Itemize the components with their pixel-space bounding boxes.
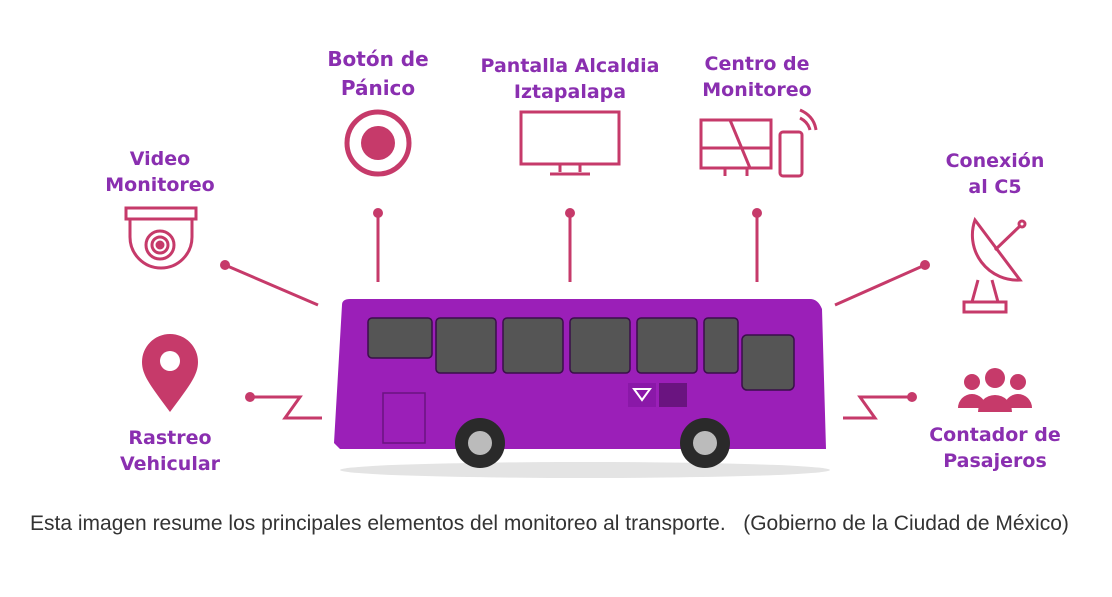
label-line: al C5 (968, 176, 1022, 198)
caption-credit: (Gobierno de la Ciudad de México) (743, 512, 1069, 535)
label-line: Centro de (704, 53, 810, 75)
label-passenger-counter: Contador de Pasajeros (929, 422, 1061, 474)
bus-illustration (334, 299, 830, 478)
monitoring-center-icon (699, 108, 818, 178)
location-pin-icon (142, 334, 198, 412)
label-screen: Pantalla Alcaldia Iztapalapa (481, 53, 660, 105)
label-line: Iztapalapa (513, 81, 627, 103)
label-line: Pantalla Alcaldia (480, 55, 660, 77)
label-panic-button: Botón de Pánico (327, 45, 428, 103)
connector-lines (224, 213, 926, 420)
label-line: Rastreo (128, 427, 212, 449)
caption-text: Esta imagen resume los principales eleme… (30, 512, 726, 535)
label-line: Vehicular (119, 453, 221, 475)
monitor-icon (519, 110, 621, 176)
people-icon (958, 368, 1032, 412)
label-line: Pasajeros (943, 450, 1047, 472)
label-c5: Conexión al C5 (946, 148, 1045, 200)
label-line: Botón de (327, 47, 429, 71)
label-line: Monitoreo (105, 174, 215, 196)
label-line: Contador de (929, 424, 1061, 446)
image-caption: Esta imagen resume los principales eleme… (30, 510, 1110, 538)
label-line: Conexión (945, 150, 1045, 172)
panic-button-icon (344, 109, 412, 177)
label-monitoring-center: Centro de Monitoreo (702, 51, 811, 103)
label-video: Video Monitoreo (105, 146, 214, 198)
label-tracking: Rastreo Vehicular (120, 425, 220, 477)
satellite-dish-icon (962, 216, 1027, 314)
connector-dots (220, 208, 930, 402)
label-line: Video (129, 148, 191, 170)
label-line: Monitoreo (702, 79, 812, 101)
security-camera-icon (124, 206, 198, 270)
label-line: Pánico (340, 76, 416, 100)
